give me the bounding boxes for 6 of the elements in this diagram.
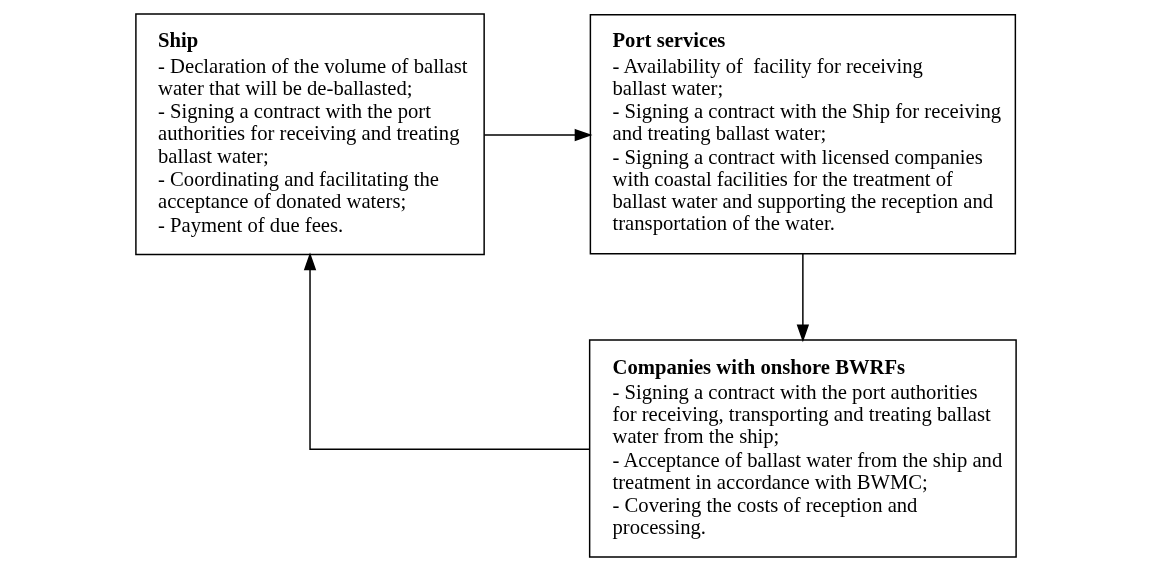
arrow bbox=[303, 252, 590, 451]
arrow bbox=[796, 253, 809, 343]
arrow bbox=[483, 128, 592, 142]
node-box: Ship - Declaration of the volume of ballast water that will be de-ballasted; - Signing a contract with the port authorities for receiving and treating ballast water; - Coordinating and facilitating the acceptance of donated waters; - Payment of due fees. bbox=[134, 13, 485, 256]
node-box: Companies with onshore BWRFs - Signing a contract with the port authorities for receiving, transporting and treating ballast water from the ship; - Acceptance of ballast water from the ship and treatment in accordance with BWMC; - Covering the costs of reception and processing. bbox=[588, 339, 1017, 558]
node-box: Port services - Availability of facility for receiving ballast water; - Signing a contract with the Ship for receiving and treating ballast water; - Signing a contract with licensed companies with coastal facilities for the treatment of ballast water and supporting the reception and transportation of the water. bbox=[589, 14, 1016, 255]
